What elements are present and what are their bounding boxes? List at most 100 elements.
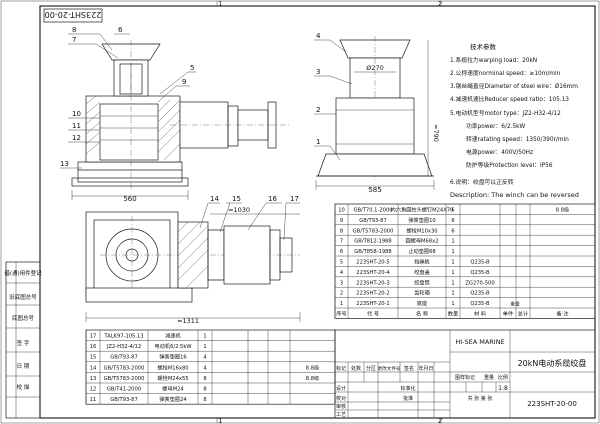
zone-label-2-bottom: 2 <box>438 417 442 424</box>
bom-right-header: 单件 <box>503 310 513 318</box>
bom-right-header: 名 称 <box>416 310 428 318</box>
side-label-2: 底图总号 <box>12 314 35 322</box>
weight-label: 重量 <box>484 374 494 381</box>
bom-left-cell: GB/T93-87 <box>110 397 138 403</box>
bom-right-header: 代 号 <box>367 310 379 318</box>
bom-left-cell: 13 <box>90 376 97 382</box>
bom-right-cell: 7 <box>340 239 343 245</box>
bom-left-cell: 8 <box>203 387 206 393</box>
bom-right-cell: GB/T70.1-2000 <box>353 208 392 214</box>
rev-label-5: 年月日 <box>418 365 433 372</box>
bom-right-cell: 223SHT-20-1 <box>356 301 389 307</box>
rev-label-1: 处数 <box>351 365 361 372</box>
bom-right-cell: 圆螺母M68x2 <box>405 237 438 245</box>
callout-11: 11 <box>72 122 81 130</box>
callout-10: 10 <box>72 110 81 118</box>
product-name: 20kN电动系缆绞盘 <box>518 358 587 368</box>
callout-16: 16 <box>268 195 277 203</box>
bom-left-cell: GB/T5783-2000 <box>104 376 145 382</box>
side-label-0: 借(通)用件登记 <box>4 269 42 277</box>
callout-1: 1 <box>316 138 320 146</box>
role-label-4: 标准化 <box>400 385 415 392</box>
bom-right-cell: 1 <box>451 249 454 255</box>
bom-right-cell: Q235-B <box>470 270 490 276</box>
dim-side-height: ≈790 <box>432 124 440 142</box>
zone-label-2: 2 <box>438 0 442 8</box>
tech-spec-line-1: 2.公称速度norminal speed：≥10m/min <box>450 69 561 77</box>
bom-right-cell: 8.8级 <box>556 206 569 214</box>
bom-left-cell: GB/T5783-2000 <box>104 365 145 371</box>
side-label-1: 旧底图总号 <box>9 293 37 301</box>
side-view: Ø270 585 ≈790 <box>315 36 440 194</box>
bom-right-cell: 6 <box>451 228 454 234</box>
bom-right-cell: 223SHT-20-2 <box>356 291 389 297</box>
zone-label-1: 1 <box>218 0 222 8</box>
tech-spec: 技术参数 1.系缆拉力warping load：20kN 2.公称速度normi… <box>450 42 579 199</box>
role-label-2: 审核 <box>336 403 346 410</box>
dim-top-length: ≈1030 <box>228 206 250 214</box>
tech-spec-line-8: 防护等级Protection level：IP56 <box>466 161 553 169</box>
tech-spec-line-3: 4.减速机速比Reducer speed ratio：105.13 <box>450 95 569 103</box>
callout-9: 9 <box>182 78 186 86</box>
bom-right-cell: 内六角圆柱头螺钉M24X70 <box>391 206 454 214</box>
callout-15: 15 <box>232 195 241 203</box>
tech-spec-line-10: Description: The winch can be reversed <box>450 191 579 199</box>
tech-spec-line-2: 3.钢丝绳直径Diameter of steel wire：Ø16mm <box>450 82 578 90</box>
bom-left-cell: TALK97-105.13 <box>103 334 143 340</box>
bom-right-cell: 1 <box>451 301 454 307</box>
stage-label: 图样标记 <box>455 374 475 381</box>
dim-top-total: ≈1311 <box>177 317 199 325</box>
bom-left-cell: 8.8级 <box>306 374 319 382</box>
bom-right-cell: 挡绳板 <box>414 258 430 266</box>
callout-7: 7 <box>72 36 76 44</box>
drawing-number-box <box>43 8 103 23</box>
bom-right-cell: 223SHT-20-4 <box>356 270 390 276</box>
bom-left-cell: GB/T41-2000 <box>107 387 141 393</box>
bom-right-cell: 螺栓M10x30 <box>406 226 437 234</box>
front-view: 560 <box>71 40 290 203</box>
top-callouts: 14 15 16 17 <box>199 195 300 241</box>
bom-left-cell: 11 <box>90 397 97 403</box>
zone-label-1-bottom: 1 <box>218 417 222 424</box>
bom-left-cell: 螺母M24 <box>162 385 184 393</box>
bom-left-cell: 8 <box>203 376 206 382</box>
role-label-0: 设计 <box>336 385 346 392</box>
bom-left-cell: 电动机6/2.5kW <box>155 342 192 350</box>
side-label-3: 签 字 <box>17 339 30 347</box>
front-callouts: 8 7 6 5 9 10 11 12 13 <box>60 26 196 169</box>
bom-right-cell: 9 <box>340 218 343 224</box>
tech-spec-title: 技术参数 <box>470 42 497 51</box>
bom-right-weight-label: 重量 <box>510 301 520 308</box>
role-label-3: 工艺 <box>336 412 346 418</box>
bom-right-cell: 5 <box>340 260 343 266</box>
callout-13: 13 <box>60 160 69 168</box>
bom-right-cell: Q235-B <box>470 301 490 307</box>
bom-right-cell: 10 <box>338 208 345 214</box>
bom-right-cell: GB/T93-87 <box>359 218 387 224</box>
tech-spec-line-0: 1.系缆拉力warping load：20kN <box>450 56 537 64</box>
bom-right-cell: 止动垫圈68 <box>408 247 435 255</box>
bom-left-cell: JZ2-H32-4/12 <box>106 344 141 350</box>
title-block: 标记 处数 分区 更改文件号 签名 年月日 设计 校对 审核 工艺 标准化 批准… <box>334 329 596 419</box>
callout-4: 4 <box>316 32 321 40</box>
scale-value: 1:8 <box>498 385 508 392</box>
bom-right-cell: 底座 <box>417 299 427 307</box>
callout-3: 3 <box>316 68 320 76</box>
dim-side-width: 585 <box>368 186 381 194</box>
bom-left-cell: 1 <box>203 334 206 340</box>
bom-left-cell: 螺栓M16x80 <box>157 363 188 371</box>
scale-label: 比例 <box>498 374 508 381</box>
bom-left-cell: 14 <box>90 365 97 371</box>
bom-right-cell: Q235-B <box>470 291 490 297</box>
bom-left-cell: 弹簧垫圈16 <box>159 353 186 361</box>
bom-left-cell: 8.8级 <box>306 363 319 371</box>
bom-right-cell: 3 <box>340 280 343 286</box>
bom-right-cell: GB/T5783-2000 <box>353 228 394 234</box>
dim-front-width: 560 <box>123 195 136 203</box>
bom-right-cell: 绞盘筒 <box>414 278 430 286</box>
bom-left-cell: 8 <box>203 397 206 403</box>
bom-left-cell: 15 <box>90 355 97 361</box>
rev-label-4: 签名 <box>404 365 414 372</box>
